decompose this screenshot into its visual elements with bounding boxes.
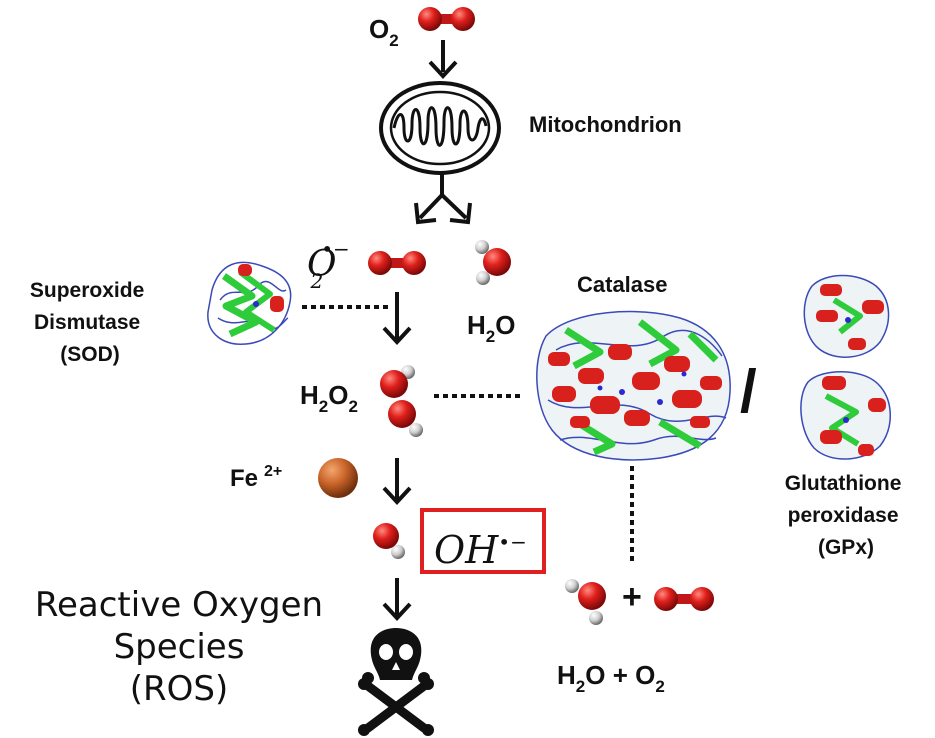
superoxide-molecule-icon [368, 251, 426, 275]
skull-crossbones-icon [358, 628, 434, 736]
products-label: H2O + O2 [557, 660, 665, 696]
arrow-o2-to-mitochondrion [428, 40, 458, 79]
water-molecule-icon [475, 240, 511, 285]
arrow-superoxide-to-h2o2 [382, 292, 412, 345]
h2o2-label: H2O2 [300, 380, 358, 416]
mitochondrion-label: Mitochondrion [529, 112, 682, 137]
catalase-label: Catalase [577, 272, 668, 297]
mitochondrion-icon [379, 81, 501, 175]
arrow-hydroxyl-to-ros [382, 578, 412, 621]
ros-label-line3: (ROS) [129, 669, 229, 709]
slash-separator: / [740, 358, 757, 425]
o2-top-label: O2 [369, 14, 399, 50]
hydroxyl-radical-highlight-box: OH•− [420, 508, 546, 574]
gpx-label: Glutathione peroxidase (GPx) [785, 472, 908, 559]
sod-label: Superoxide Dismutase (SOD) [30, 279, 150, 366]
gpx-protein-icon [800, 274, 891, 460]
superoxide-label: O2•− [307, 237, 350, 293]
hydroxyl-radical-icon [373, 523, 405, 559]
fork-arrow [414, 173, 472, 225]
ros-label-line2: Species [113, 627, 245, 667]
ros-label: Reactive Oxygen Species (ROS) [14, 584, 344, 710]
water-molecule-icon [565, 579, 606, 625]
oxygen-molecule-icon [418, 7, 475, 31]
hydrogen-peroxide-molecule-icon [380, 365, 423, 437]
water-label: H2O [467, 310, 515, 346]
hydroxyl-radical-label: OH•− [434, 528, 527, 572]
plus-sign: + [622, 578, 642, 616]
sod-protein-icon [207, 261, 292, 345]
arrow-h2o2-to-hydroxyl [382, 458, 412, 505]
catalase-protein-icon [536, 310, 731, 461]
iron-ion-icon [318, 458, 358, 498]
oxygen-molecule-icon [654, 587, 714, 611]
ros-label-line1: Reactive Oxygen [34, 585, 324, 625]
